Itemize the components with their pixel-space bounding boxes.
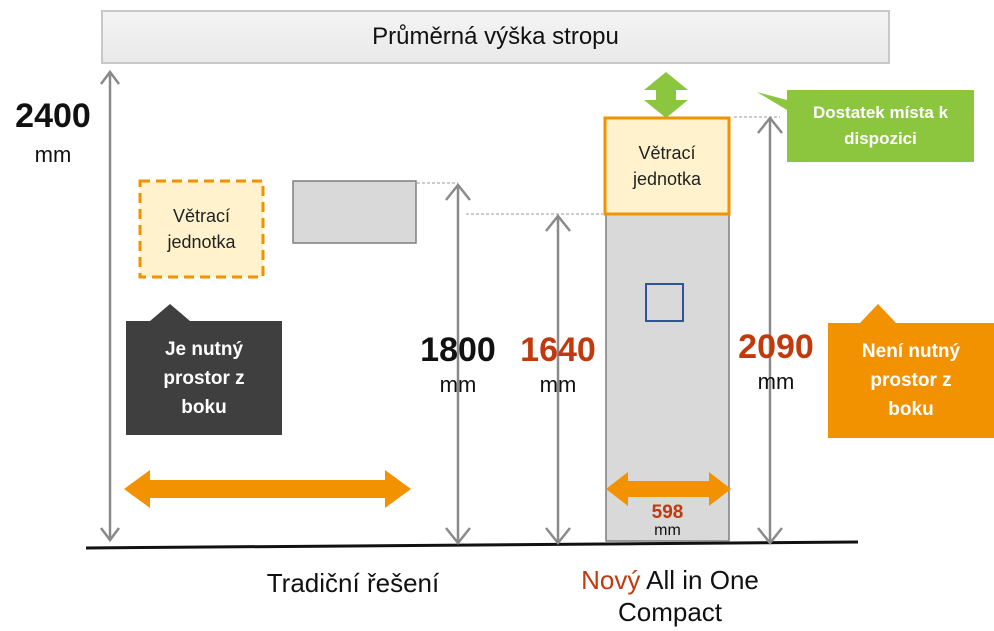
callout-side-space-required: Je nutný prostor z boku — [126, 321, 282, 435]
compact-ventilation-label-wrap: Větrací jednotka — [605, 118, 729, 214]
callout-enough-space: Dostatek místa k dispozici — [787, 90, 974, 162]
dim-598-value: 598 — [651, 502, 684, 523]
callout-side-space-not-required-text: Není nutný prostor z boku — [861, 341, 961, 420]
callout-side-space-not-required: Není nutný prostor z boku — [828, 323, 994, 438]
dim-2400-unit: mm — [34, 142, 72, 167]
caption-compact: Nový All in One Compact — [555, 564, 785, 628]
compact-ventilation-label: Větrací jednotka — [632, 143, 702, 189]
dim-2400-value: 2400 — [15, 97, 91, 135]
arrow-2090 — [757, 115, 783, 546]
callout-enough-space-text: Dostatek místa k dispozici — [812, 103, 949, 148]
dim-1640-unit: mm — [539, 372, 577, 397]
dim-1640-value: 1640 — [520, 331, 596, 369]
caption-compact-rest: All in One Compact — [617, 565, 759, 627]
arrow-1800 — [445, 182, 471, 546]
dim-598: 598 mm — [606, 503, 729, 539]
traditional-appliance — [292, 180, 417, 244]
orange-callout-shape — [828, 304, 994, 438]
dim-2090-value: 2090 — [738, 328, 814, 366]
dim-1640: 1640 mm — [508, 333, 608, 397]
orange-width-arrow-traditional — [124, 470, 411, 508]
caption-traditional: Tradiční řešení — [238, 567, 468, 599]
dim-2090: 2090 mm — [726, 330, 826, 394]
callout-side-space-required-text: Je nutný prostor z boku — [163, 338, 245, 418]
floor-line — [85, 540, 859, 550]
dim-2400: 2400 mm — [4, 99, 102, 167]
traditional-ventilation-label-wrap: Větrací jednotka — [140, 181, 263, 277]
ceiling-label: Průměrná výška stropu — [372, 23, 619, 50]
green-callout-shape — [757, 90, 974, 162]
compact-ventilation-box — [603, 116, 731, 216]
orange-width-arrow-compact — [606, 472, 731, 506]
caption-traditional-text: Tradiční řešení — [266, 568, 440, 598]
compact-display-square — [645, 283, 684, 322]
dim-1800: 1800 mm — [408, 333, 508, 397]
dim-598-unit: mm — [654, 522, 681, 539]
arrow-2400 — [100, 69, 120, 543]
traditional-ventilation-label: Větrací jednotka — [167, 206, 236, 252]
traditional-ventilation-box — [138, 179, 265, 279]
arrow-1640 — [545, 213, 571, 546]
dark-callout-shape — [126, 304, 282, 435]
dim-2090-unit: mm — [757, 369, 795, 394]
dim-1800-value: 1800 — [420, 331, 496, 369]
caption-compact-highlight: Nový — [581, 565, 641, 595]
ceiling-bar: Průměrná výška stropu — [101, 10, 890, 64]
dim-1800-unit: mm — [439, 372, 477, 397]
green-double-arrow — [644, 72, 688, 118]
